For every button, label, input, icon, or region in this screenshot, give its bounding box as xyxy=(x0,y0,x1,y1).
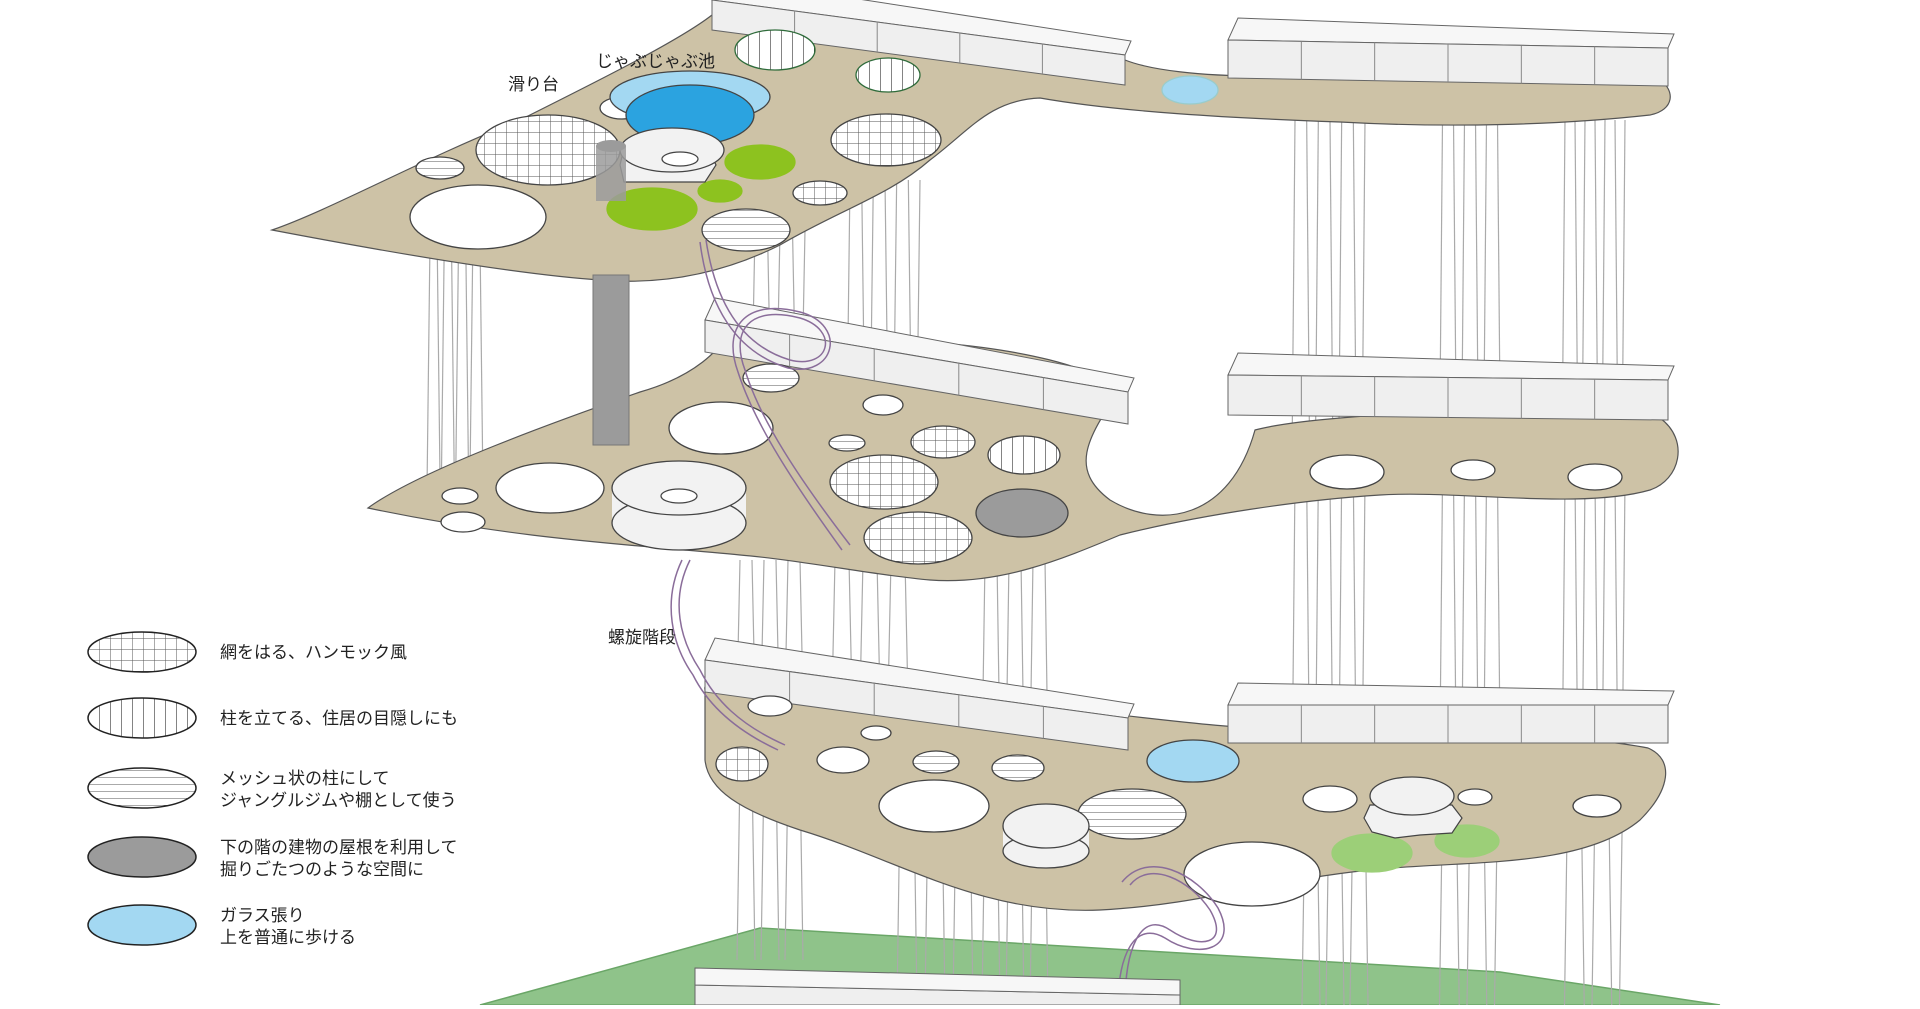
opening-low-1 xyxy=(747,695,793,717)
column-lines-left xyxy=(479,239,484,491)
slide-hole xyxy=(661,151,699,167)
lawn-low-1 xyxy=(1331,833,1413,873)
low-cylinder-top xyxy=(1002,803,1090,849)
opening-mid-10 xyxy=(495,462,605,514)
opening-top-1 xyxy=(415,156,465,180)
opening-low-10 xyxy=(1302,785,1358,813)
opening-low-glass xyxy=(1146,739,1240,783)
block-mid-left-front xyxy=(704,319,1129,425)
column-lines-left xyxy=(465,239,470,491)
opening-mid-2 xyxy=(862,394,904,416)
spiral-stair-mid xyxy=(678,559,786,746)
opening-low-3 xyxy=(816,746,870,774)
legend-label2-horizontal: ジャングルジムや棚として使う xyxy=(220,790,457,811)
legend-swatch-vertical xyxy=(87,697,197,739)
column-lines-left xyxy=(440,239,445,491)
opening-low-2 xyxy=(715,746,769,782)
label-spiral-stairs: 螺旋階段 xyxy=(608,628,676,648)
opening-mid-4 xyxy=(828,434,866,452)
floor-openings xyxy=(409,29,1623,907)
label-pool: じゃぶじゃぶ池 xyxy=(596,52,715,72)
opening-low-12 xyxy=(1572,794,1622,818)
opening-top-7 xyxy=(830,113,942,167)
low-slide-base xyxy=(1363,804,1463,839)
block-mid-left xyxy=(704,297,1135,425)
opening-mid-7 xyxy=(829,454,939,510)
column-lines-left xyxy=(454,239,460,491)
block-top-left xyxy=(711,0,1132,86)
building-blocks xyxy=(704,0,1675,751)
support-pillar xyxy=(592,274,630,446)
legend-label-glass: ガラス張り xyxy=(220,906,305,926)
support-pillar-upper xyxy=(596,146,626,201)
opening-mid-9 xyxy=(975,488,1069,538)
low-slide-top xyxy=(1369,776,1455,816)
opening-mid-12 xyxy=(440,511,486,533)
legend-swatch-horizontal xyxy=(87,767,197,809)
block-low-right xyxy=(1227,682,1675,744)
column-lines-left xyxy=(426,239,431,491)
block-mid-right xyxy=(1227,352,1675,421)
legend-label2-gray: 掘りごたつのような空間に xyxy=(220,860,424,880)
block-low-left xyxy=(704,637,1135,751)
spiral-stair-upper-inner xyxy=(699,241,843,551)
spiral-stair-upper xyxy=(705,239,851,546)
ground-building xyxy=(694,967,1181,1006)
legend-label-grid: 網をはる、ハンモック風 xyxy=(220,643,407,663)
column-lines-left xyxy=(450,239,456,491)
legend-swatch-glass xyxy=(87,904,197,946)
opening-top-5 xyxy=(734,29,816,71)
legend-swatch-gray xyxy=(87,836,197,878)
legend: 網をはる、ハンモック風柱を立てる、住居の目隠しにもメッシュ状の柱にしてジャングル… xyxy=(87,631,458,948)
block-top-right xyxy=(1227,17,1675,87)
cylinder-hole xyxy=(660,488,698,504)
opening-mid-14 xyxy=(1450,459,1496,481)
legend-label-gray: 下の階の建物の屋根を利用して xyxy=(220,838,458,858)
column-lines-right9 xyxy=(1618,799,1624,1006)
opening-top-2 xyxy=(409,184,547,250)
legend-swatch-grid xyxy=(87,631,197,673)
opening-mid-13 xyxy=(1309,454,1385,490)
block-low-right-top xyxy=(1227,682,1675,706)
opening-low-11 xyxy=(1457,788,1493,806)
spiral-stair-lower xyxy=(1124,873,1218,1006)
legend-label2-glass: 上を普通に歩ける xyxy=(220,928,356,948)
column-lines-left xyxy=(469,239,474,491)
legend-label-horizontal: メッシュ状の柱にして xyxy=(220,769,390,789)
opening-top-6 xyxy=(855,57,921,93)
opening-top-9 xyxy=(701,208,791,252)
opening-top-8 xyxy=(792,180,848,206)
opening-mid-11 xyxy=(441,487,479,505)
lawn-top-1 xyxy=(724,144,796,180)
opening-mid-3 xyxy=(668,401,774,455)
opening-low-9 xyxy=(1183,841,1321,907)
cylinder-top xyxy=(611,460,747,516)
block-top-left-front xyxy=(711,0,1126,86)
opening-mid-15 xyxy=(1567,463,1623,491)
spiral-staircase xyxy=(670,239,1225,1006)
column-lines-left xyxy=(436,239,441,491)
opening-mid-1 xyxy=(742,363,800,393)
lawn-top-3 xyxy=(606,187,698,231)
opening-low-7 xyxy=(878,779,990,833)
lawn-top-2 xyxy=(697,179,743,203)
block-low-left-front xyxy=(704,659,1129,751)
opening-low-8 xyxy=(1077,788,1187,840)
spiral-stair-mid-inner xyxy=(670,559,779,751)
legend-label-vertical: 柱を立てる、住居の目隠しにも xyxy=(220,709,458,729)
opening-mid-8 xyxy=(863,511,973,565)
opening-top-glass xyxy=(1161,75,1219,105)
label-slide: 滑り台 xyxy=(508,75,559,95)
opening-mid-5 xyxy=(910,425,976,459)
opening-low-6 xyxy=(991,754,1045,782)
opening-mid-6 xyxy=(987,435,1061,475)
opening-low-5 xyxy=(912,750,960,774)
spiral-stair-lower-inner xyxy=(1117,865,1225,1006)
opening-low-4 xyxy=(860,725,892,741)
